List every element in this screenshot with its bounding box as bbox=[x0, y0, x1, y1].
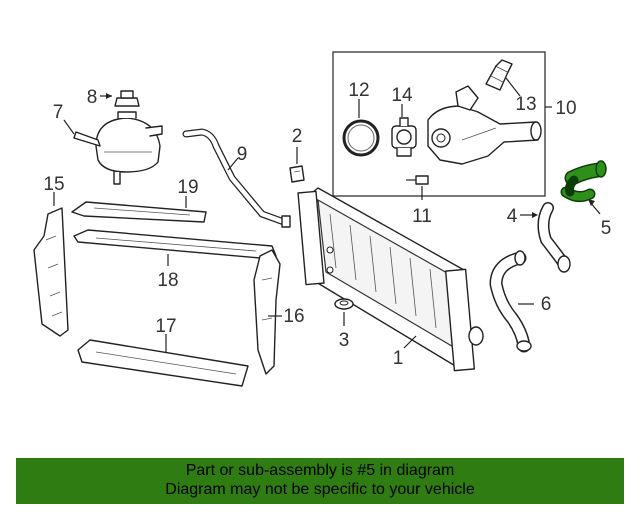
bolt-part bbox=[406, 175, 429, 185]
callout-13: 13 bbox=[515, 94, 536, 115]
callout-19: 19 bbox=[177, 177, 198, 198]
coolant-reservoir-part bbox=[73, 111, 163, 185]
callout-11: 11 bbox=[412, 206, 432, 227]
callout-16: 16 bbox=[283, 306, 304, 327]
callout-9: 9 bbox=[237, 144, 248, 165]
info-banner: Part or sub-assembly is #5 in diagram Di… bbox=[16, 458, 624, 504]
thermostat-housing-part bbox=[427, 85, 542, 165]
gasket-ring-part bbox=[342, 119, 380, 157]
callout-2: 2 bbox=[292, 126, 303, 147]
callout-6: 6 bbox=[541, 294, 552, 315]
callout-12: 12 bbox=[348, 80, 369, 101]
callout-5: 5 bbox=[601, 218, 612, 239]
callout-3: 3 bbox=[339, 330, 350, 351]
callout-8: 8 bbox=[87, 87, 98, 108]
parts-diagram: 1 2 3 4 5 6 7 8 9 10 11 12 13 14 15 16 1… bbox=[33, 51, 612, 387]
callout-4: 4 bbox=[507, 206, 518, 227]
callout-18: 18 bbox=[157, 270, 178, 291]
callout-14: 14 bbox=[391, 85, 413, 106]
upper-seal-part bbox=[71, 201, 207, 223]
callout-17: 17 bbox=[155, 316, 176, 337]
thermostat-part bbox=[391, 117, 417, 157]
callout-15: 15 bbox=[43, 174, 64, 195]
upper-radiator-hose-part bbox=[537, 202, 571, 273]
banner-line-1: Part or sub-assembly is #5 in diagram bbox=[185, 462, 455, 479]
temperature-sensor-part bbox=[485, 59, 513, 91]
clip-part bbox=[289, 165, 305, 183]
overflow-hose-part bbox=[182, 128, 291, 228]
banner-line-2: Diagram may not be specific to your vehi… bbox=[165, 481, 475, 498]
side-air-deflector-part bbox=[33, 207, 69, 337]
highlighted-hose-part-5 bbox=[560, 160, 607, 203]
callout-10: 10 bbox=[555, 98, 576, 119]
grommet-part bbox=[334, 298, 354, 310]
lower-radiator-hose-part bbox=[489, 250, 532, 353]
reservoir-cap-part bbox=[114, 90, 140, 107]
bottom-deflector-part bbox=[77, 339, 249, 387]
radiator-part bbox=[297, 187, 484, 372]
thermostat-group-frame bbox=[332, 51, 546, 197]
callout-7: 7 bbox=[53, 102, 64, 123]
lower-seal-part bbox=[73, 229, 277, 259]
callout-1: 1 bbox=[393, 348, 404, 369]
side-bracket-part bbox=[253, 249, 281, 375]
